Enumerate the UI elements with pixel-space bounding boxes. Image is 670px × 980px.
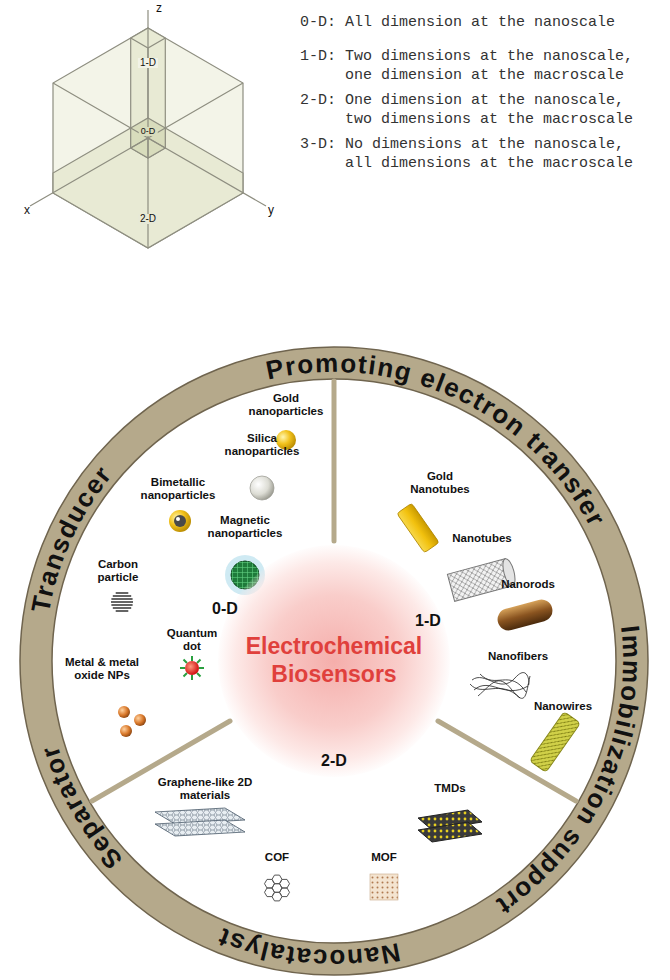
material-label: MOF: [371, 851, 397, 864]
sector-dividers: [92, 381, 576, 801]
material-label: Quantum dot: [165, 627, 219, 653]
ring-text: Transducer: [25, 459, 118, 615]
gold-nanotube-icon: [397, 503, 439, 553]
ring-text: Nanocatalyst: [213, 922, 403, 974]
carbon-particle-icon: [111, 593, 133, 611]
cube-label: 2-D: [138, 214, 158, 224]
material-label: Gold nanoparticles: [246, 392, 326, 418]
graphene-sheet-icon: [155, 808, 245, 836]
dimension-label: 2-D: [321, 752, 347, 770]
ring-function-label: Transducer: [25, 459, 118, 615]
definition-text: 1-D: Two dimensions at the nanoscale, on…: [300, 48, 644, 86]
ring-text: Immobilization support: [490, 624, 647, 922]
material-label: Magnetic nanoparticles: [203, 514, 288, 540]
ring-text: Promoting electron transfer: [263, 348, 612, 532]
axis-label: y: [268, 204, 274, 218]
nanofiber-icon: [470, 673, 530, 699]
material-label: COF: [265, 851, 289, 864]
metal-oxide-nanoparticle-icon: [118, 706, 146, 737]
quantum-dot-icon: [180, 656, 204, 680]
nanorod-icon: [495, 597, 555, 633]
cube-label: 0-D: [139, 127, 158, 136]
axis-label: z: [156, 2, 162, 16]
dimension-cube: [30, 10, 266, 248]
ring-function-label: Promoting electron transfer: [263, 348, 612, 532]
definition-text: 2-D: One dimension at the nanoscale, two…: [300, 92, 644, 130]
ring-function-label: Separator: [34, 742, 128, 876]
axis-label: x: [24, 204, 30, 218]
tmd-layer-icon: [418, 810, 482, 842]
definition-text: 0-D: All dimension at the nanoscale: [300, 14, 644, 33]
material-label: Bimetallic nanoparticles: [136, 476, 221, 502]
material-label: Graphene-like 2D materials: [145, 776, 265, 802]
dimension-label: 1-D: [415, 612, 441, 630]
function-ring: Promoting electron transferImmobilizatio…: [20, 347, 648, 975]
ring-text: Separator: [34, 742, 128, 876]
material-label: Nanotubes: [452, 532, 511, 545]
mof-structure-icon: [370, 874, 398, 900]
cube-label: 1-D: [138, 58, 158, 68]
material-label: Nanofibers: [488, 650, 548, 663]
nanowire-icon: [530, 712, 581, 773]
material-label: Gold Nanotubes: [405, 470, 475, 496]
cof-structure-icon: [265, 875, 290, 901]
silica-nanoparticle-icon: [250, 476, 274, 500]
material-label: Carbon particle: [88, 558, 148, 584]
material-label: Silica nanoparticles: [220, 432, 305, 458]
material-label: TMDs: [434, 782, 465, 795]
dimension-label: 0-D: [212, 600, 238, 618]
material-label: Metal & metal oxide NPs: [65, 656, 140, 682]
material-label: Nanorods: [501, 578, 555, 591]
center-circle: Electrochemical Biosensors: [218, 545, 450, 777]
center-title: Electrochemical Biosensors: [243, 633, 425, 688]
material-label: Nanowires: [534, 700, 592, 713]
ring-function-label: Immobilization support: [490, 624, 647, 922]
bimetallic-nanoparticle-icon: [169, 510, 191, 532]
definition-text: 3-D: No dimensions at the nanoscale, all…: [300, 136, 644, 174]
ring-function-label: Nanocatalyst: [213, 922, 403, 974]
